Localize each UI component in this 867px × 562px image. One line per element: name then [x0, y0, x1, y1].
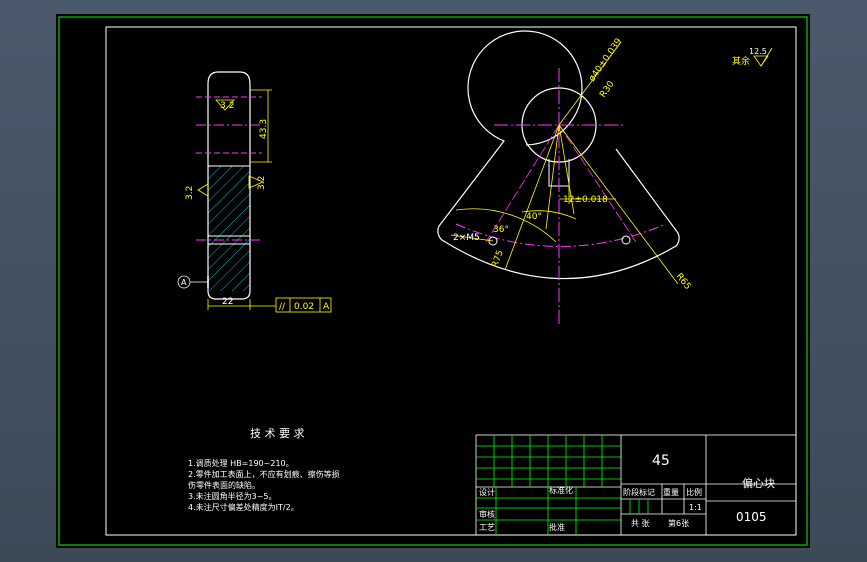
tol-datum: A — [323, 302, 330, 312]
dim-holes: 2×M5 — [453, 233, 480, 243]
dim-angle-40: 40° — [526, 212, 542, 222]
dim-r30: R30 — [598, 79, 617, 99]
outer-border — [58, 16, 808, 546]
tol-value: 0.02 — [294, 302, 314, 312]
tech-req-item-5: 4.未注尺寸偏差处精度为IT/2。 — [188, 502, 299, 512]
roughness-general-value: 12.5 — [749, 47, 767, 56]
tb-process: 工艺 — [479, 523, 495, 532]
dim-slot: 12±0.018 — [563, 195, 608, 205]
roughness-side-mid: 3.2 — [257, 176, 267, 190]
tb-stage-mark: 阶段标记 — [623, 487, 655, 497]
dim-width: 22 — [222, 297, 233, 307]
tb-drawing-number: 0105 — [736, 510, 767, 524]
tech-req-item-2: 2.零件加工表面上，不应有划痕、擦伤等损 — [188, 469, 340, 479]
tb-design: 设计 — [479, 487, 495, 497]
tb-standardization: 标准化 — [549, 485, 573, 495]
tb-material: 45 — [652, 453, 670, 469]
tb-scale: 1:1 — [689, 503, 702, 512]
cad-viewport[interactable]: 3.2 43.3 3.2 3.2 A 22 // 0.02 A — [56, 14, 810, 548]
datum-label: A — [181, 278, 187, 287]
tb-review: 审核 — [479, 509, 495, 519]
tech-req-item-1: 1.调质处理 HB=190~210。 — [188, 458, 294, 468]
roughness-side-left: 3.2 — [185, 186, 195, 200]
dim-angle-36: 36° — [493, 225, 509, 235]
front-view — [437, 30, 773, 324]
tech-req-item-4: 3.未注圆角半径为3~5。 — [188, 491, 277, 501]
dim-bore: ø40±0.039 — [587, 37, 624, 84]
tb-weight: 重量 — [663, 487, 679, 497]
tb-scale-label: 比例 — [686, 487, 702, 497]
tb-sheet-no: 第6张 — [668, 518, 689, 528]
roughness-side-top: 3.2 — [220, 101, 234, 111]
tol-symbol: // — [279, 302, 286, 312]
tech-req-title: 技 术 要 求 — [250, 427, 305, 440]
side-view — [177, 71, 332, 313]
drawing-frame — [105, 26, 797, 536]
dim-r75: R75 — [490, 249, 505, 269]
title-block — [475, 434, 797, 536]
tb-approve: 批准 — [549, 522, 565, 532]
roughness-general-label: 其余 — [732, 55, 750, 67]
dim-height: 43.3 — [259, 119, 269, 139]
tb-part-name: 偏心块 — [742, 476, 775, 490]
tech-req-item-3: 伤零件表面的缺陷。 — [188, 480, 260, 490]
tb-total-sheets: 共 张 — [631, 519, 650, 528]
